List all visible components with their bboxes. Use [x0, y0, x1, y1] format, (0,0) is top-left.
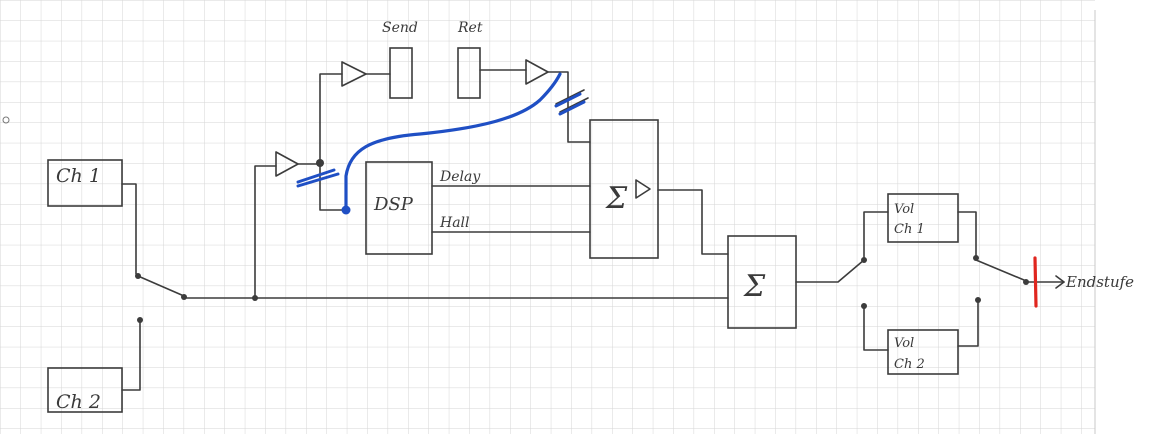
delay-label: Delay [439, 169, 481, 185]
blue-break-mark [554, 92, 586, 116]
effect-mixer-amp [635, 179, 651, 199]
input-switch-lever [137, 275, 185, 297]
return-amplifier [525, 59, 549, 85]
punch-hole-mark [2, 116, 10, 124]
vol2-feed [863, 305, 889, 351]
send-jack [389, 47, 413, 99]
ch2-wire [121, 319, 141, 391]
effect-mixer-out [657, 189, 729, 255]
master-sum-symbol: Σ [743, 269, 766, 304]
send-label: Send [382, 20, 418, 36]
out-switch-alt [861, 303, 867, 309]
vol-ch1-box [887, 193, 959, 243]
blue-junction-dot [341, 205, 351, 215]
dsp-label: DSP [373, 194, 414, 215]
red-cut-mark [1033, 256, 1038, 308]
buffer-amplifier [275, 151, 299, 177]
effect-branch [254, 165, 277, 299]
blue-cross-mark [296, 168, 340, 188]
output-arrow [1055, 275, 1065, 289]
master-out [795, 259, 865, 283]
vol2-contact [975, 297, 981, 303]
vol1-out [957, 211, 977, 259]
return-jack [457, 47, 481, 99]
hall-label: Hall [439, 215, 470, 231]
output-label: Endstufe [1065, 273, 1134, 291]
vol-ch2-line1: Vol [894, 336, 914, 351]
vol1-feed [863, 211, 889, 261]
send-path-up [319, 73, 343, 164]
return-out [547, 71, 591, 143]
vol-ch2-box [887, 329, 959, 375]
dsp-box [365, 161, 433, 255]
vol2-out [957, 299, 979, 347]
ch1-wire [121, 183, 137, 275]
ch1-label: Ch 1 [56, 165, 101, 187]
switch-common [181, 294, 187, 300]
ch1-input-box [47, 159, 123, 207]
return-label: Ret [457, 20, 483, 36]
vol-ch2-line2: Ch 2 [894, 357, 925, 372]
graph-paper-grid [0, 0, 1095, 434]
vol-ch1-line1: Vol [894, 202, 914, 217]
break-mark-return [555, 89, 589, 113]
blue-correction-wire [344, 72, 562, 212]
output-switch-lever [975, 259, 1025, 281]
effect-sum-symbol: Σ [605, 181, 628, 216]
vol-ch1-line2: Ch 1 [894, 222, 925, 237]
vol1-contact [973, 255, 979, 261]
ch2-label: Ch 2 [56, 391, 101, 413]
switch-contact-ch2 [137, 317, 143, 323]
send-amplifier [341, 61, 367, 87]
effect-mixer-box [589, 119, 659, 259]
